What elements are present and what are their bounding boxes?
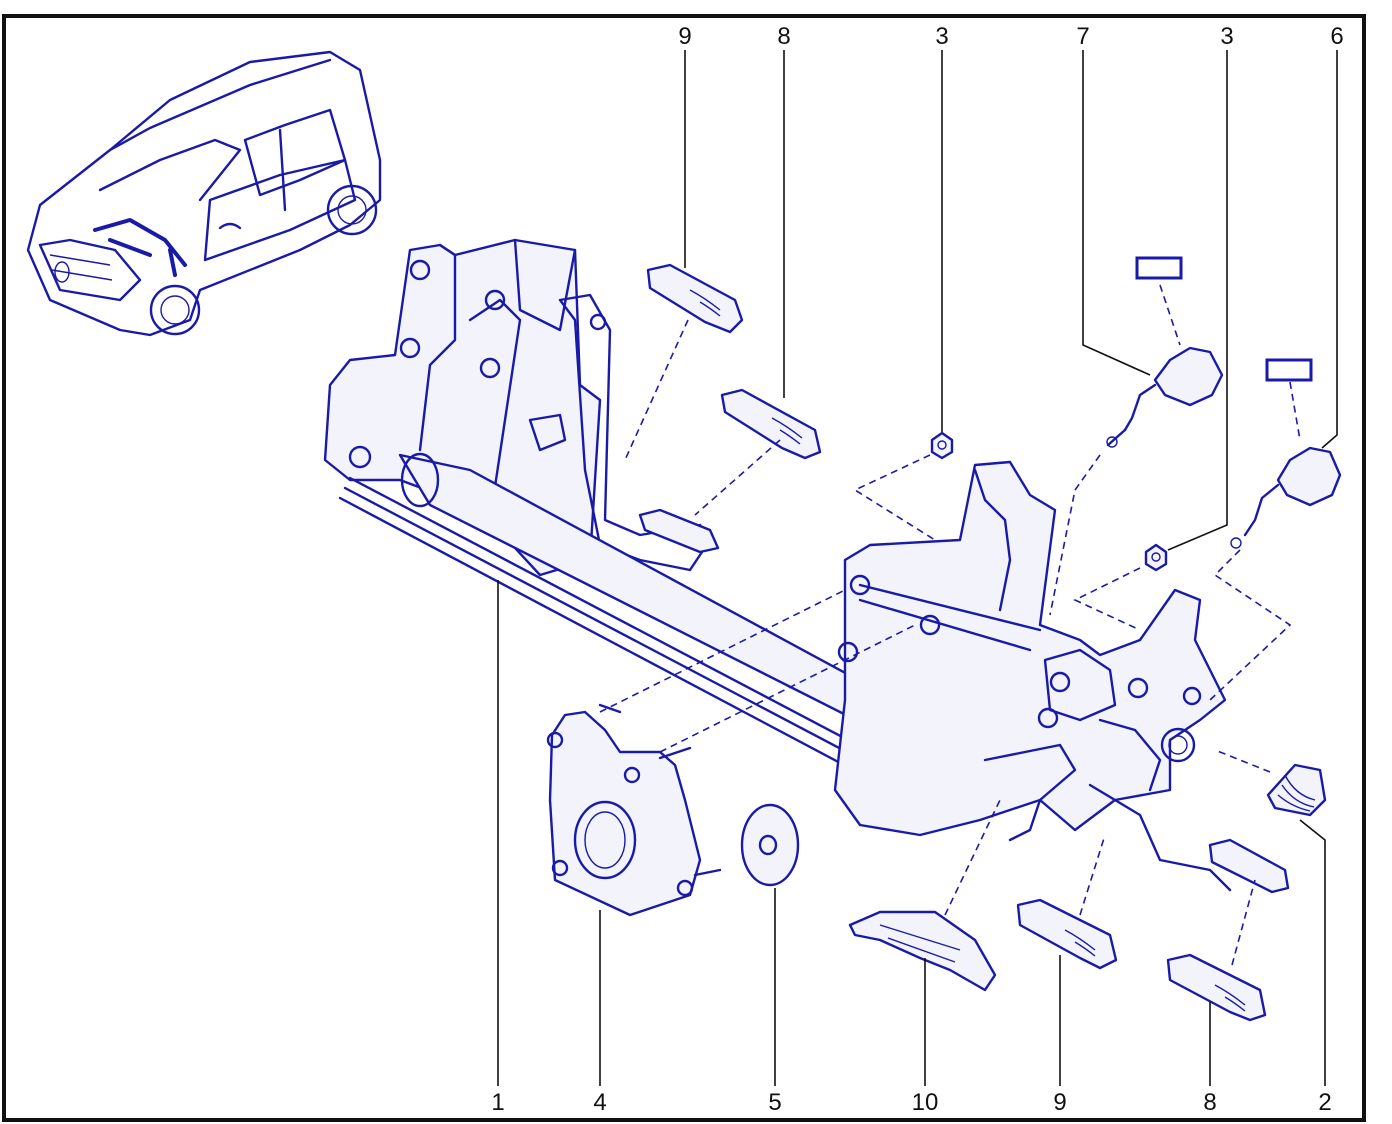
clutch-switch-6 bbox=[1230, 446, 1342, 549]
callout-3-left: 3 bbox=[935, 23, 948, 50]
callout-8-top: 8 bbox=[777, 23, 790, 50]
pedal-pad-right-installed bbox=[1208, 838, 1290, 894]
callout-4: 4 bbox=[593, 1089, 606, 1116]
pedal-pad-8-bottom bbox=[1166, 953, 1267, 1022]
nut-3-left bbox=[930, 431, 954, 460]
footrest-pad-10 bbox=[848, 910, 997, 992]
pedal-pad-8-top bbox=[720, 388, 822, 460]
callout-6: 6 bbox=[1330, 23, 1343, 50]
callout-10: 10 bbox=[912, 1089, 939, 1116]
return-spring-2 bbox=[1266, 763, 1327, 817]
brake-light-switch-7 bbox=[1106, 346, 1224, 448]
leader-lines bbox=[497, 50, 1338, 1086]
nut-3-right bbox=[1144, 543, 1168, 572]
flange-plate-4 bbox=[546, 703, 722, 917]
callout-1: 1 bbox=[491, 1089, 504, 1116]
pedal-pad-installed bbox=[638, 508, 720, 554]
assembly-guide-lines bbox=[599, 284, 1301, 966]
callout-5: 5 bbox=[768, 1089, 781, 1116]
callout-2: 2 bbox=[1318, 1089, 1331, 1116]
pedal-box-assembly bbox=[323, 238, 712, 577]
callout-9-bottom: 9 bbox=[1053, 1089, 1066, 1116]
callout-9-top: 9 bbox=[678, 23, 691, 50]
right-bracket-assembly bbox=[833, 460, 1232, 892]
pedal-pad-9-bottom bbox=[1016, 898, 1118, 970]
vehicle-thumbnail bbox=[26, 50, 382, 337]
washer-5 bbox=[740, 803, 800, 887]
pedal-pad-9-top bbox=[646, 263, 744, 334]
callout-7: 7 bbox=[1076, 23, 1089, 50]
connector-label-6 bbox=[1265, 358, 1313, 382]
connector-label-7 bbox=[1135, 256, 1183, 280]
callout-8-bottom: 8 bbox=[1203, 1089, 1216, 1116]
callout-3-right: 3 bbox=[1220, 23, 1233, 50]
diagram-frame bbox=[2, 14, 1366, 1122]
